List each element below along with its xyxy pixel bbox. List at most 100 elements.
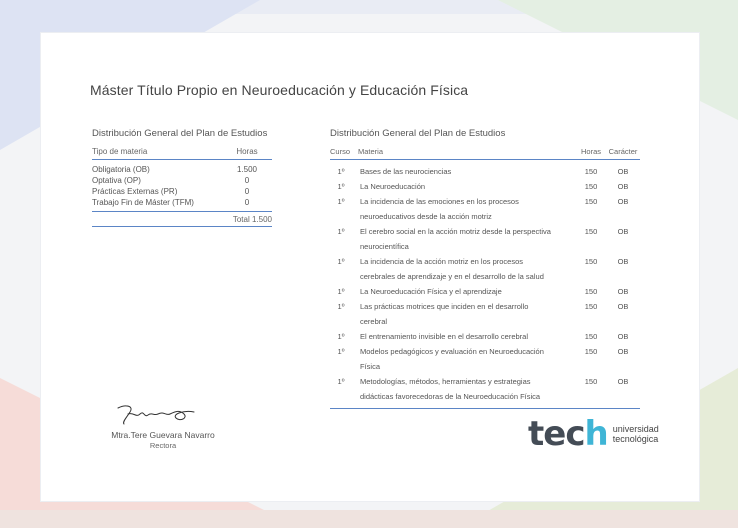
signatory-role: Rectora bbox=[149, 441, 177, 450]
subject-course: 1º bbox=[337, 197, 345, 206]
subject-course bbox=[330, 359, 358, 374]
subject-type: OB bbox=[617, 332, 629, 341]
summary-col-hours: Horas bbox=[236, 147, 258, 156]
summary-row-hours: 1.500 bbox=[236, 165, 258, 174]
subject-course: 1º bbox=[337, 377, 345, 386]
subject-name: Las prácticas motrices que inciden en el… bbox=[360, 302, 529, 311]
subject-row: Física bbox=[330, 359, 640, 374]
page-title: Máster Título Propio en Neuroeducación y… bbox=[90, 82, 469, 98]
summary-row-name: Prácticas Externas (PR) bbox=[92, 187, 178, 196]
subjects-table: Distribución General del Plan de Estudio… bbox=[330, 128, 640, 409]
summary-row-hours: 0 bbox=[244, 176, 250, 185]
subject-type: OB bbox=[617, 287, 629, 296]
subject-hours: 150 bbox=[584, 287, 598, 296]
subject-hours: 150 bbox=[584, 197, 598, 206]
subject-course bbox=[330, 239, 358, 254]
subject-course: 1º bbox=[337, 167, 345, 176]
subject-type: OB bbox=[617, 347, 629, 356]
summary-row: Optativa (OP) 0 bbox=[92, 175, 272, 186]
subject-type: OB bbox=[617, 167, 629, 176]
summary-table-header: Tipo de materia Horas bbox=[92, 147, 272, 160]
summary-total: Total 1.500 bbox=[92, 212, 272, 227]
subject-type: OB bbox=[617, 302, 629, 311]
university-logo: tech universidad tecnológica bbox=[528, 414, 659, 454]
subject-course: 1º bbox=[337, 332, 345, 341]
subjects-col-course: Curso bbox=[330, 147, 351, 156]
subject-type bbox=[606, 359, 640, 374]
summary-table: Distribución General del Plan de Estudio… bbox=[92, 128, 272, 227]
subject-row: 1º La incidencia de las emociones en los … bbox=[330, 194, 640, 209]
subject-course bbox=[330, 389, 358, 404]
subject-name: neurocientífica bbox=[360, 242, 409, 251]
subject-course bbox=[330, 269, 358, 284]
subject-type: OB bbox=[617, 257, 629, 266]
summary-row-name: Optativa (OP) bbox=[92, 176, 141, 185]
subject-name: didácticas favorecedoras de la Neuroeduc… bbox=[360, 392, 541, 401]
summary-row-name: Obligatoria (OB) bbox=[92, 165, 150, 174]
subjects-col-type: Carácter bbox=[608, 147, 638, 156]
logo-subtitle: universidad tecnológica bbox=[613, 424, 659, 444]
subject-row: 1º Bases de las neurociencias 150 OB bbox=[330, 164, 640, 179]
signatory-name: Mtra.Tere Guevara Navarro bbox=[111, 430, 215, 440]
subject-row: didácticas favorecedoras de la Neuroeduc… bbox=[330, 389, 640, 404]
subject-name: Modelos pedagógicos y evaluación en Neur… bbox=[360, 347, 544, 356]
summary-row-hours: 0 bbox=[244, 187, 250, 196]
subjects-table-heading: Distribución General del Plan de Estudio… bbox=[330, 128, 506, 139]
subject-type bbox=[606, 269, 640, 284]
subjects-col-hours: Horas bbox=[580, 147, 601, 156]
subject-hours: 150 bbox=[584, 227, 598, 236]
subject-name: La incidencia de las emociones en los pr… bbox=[360, 197, 519, 206]
subject-name: Metodologías, métodos, herramientas y es… bbox=[360, 377, 531, 386]
subject-name: Física bbox=[360, 362, 381, 371]
subject-hours bbox=[576, 314, 606, 329]
subject-row: cerebral bbox=[330, 314, 640, 329]
subject-hours bbox=[576, 209, 606, 224]
subjects-col-subject: Materia bbox=[358, 147, 384, 156]
summary-row-name: Trabajo Fin de Máster (TFM) bbox=[92, 198, 194, 207]
logo-line-2: tecnológica bbox=[612, 434, 659, 444]
subject-row: 1º La Neuroeducación Física y el aprendiz… bbox=[330, 284, 640, 299]
subject-row: 1º Metodologías, métodos, herramientas y … bbox=[330, 374, 640, 389]
subject-course bbox=[330, 209, 358, 224]
subject-name: cerebral bbox=[360, 317, 388, 326]
subject-course: 1º bbox=[337, 302, 345, 311]
subject-hours bbox=[576, 269, 606, 284]
subject-type: OB bbox=[617, 377, 629, 386]
decor-band-bottom bbox=[0, 510, 738, 528]
subject-hours bbox=[576, 359, 606, 374]
subject-name: cerebrales de aprendizaje y en el desarr… bbox=[360, 272, 544, 281]
subject-type: OB bbox=[617, 182, 629, 191]
signature-block: Mtra.Tere Guevara Navarro Rectora bbox=[88, 402, 238, 450]
subject-course: 1º bbox=[337, 257, 345, 266]
logo-word-start: tec bbox=[528, 414, 585, 454]
subject-row: 1º El entrenamiento invisible en el desar… bbox=[330, 329, 640, 344]
subject-type bbox=[606, 209, 640, 224]
subject-hours: 150 bbox=[584, 347, 598, 356]
subjects-table-header: Curso Materia Horas Carácter bbox=[330, 147, 640, 160]
subject-row: neuroeducativos desde la acción motriz bbox=[330, 209, 640, 224]
summary-row: Trabajo Fin de Máster (TFM)0 bbox=[92, 197, 272, 208]
subject-hours: 150 bbox=[584, 302, 598, 311]
subject-course: 1º bbox=[337, 227, 345, 236]
subject-type bbox=[606, 314, 640, 329]
subject-course bbox=[330, 314, 358, 329]
logo-word-end: h bbox=[584, 414, 608, 454]
subject-hours: 150 bbox=[584, 167, 598, 176]
subject-type: OB bbox=[617, 197, 629, 206]
summary-row: Prácticas Externas (PR) 0 bbox=[92, 186, 272, 197]
subject-name: La Neuroeducación Física y el aprendizaj… bbox=[360, 287, 502, 296]
subject-name: Bases de las neurociencias bbox=[360, 167, 452, 176]
subject-type bbox=[606, 389, 640, 404]
subject-name: La Neuroeducación bbox=[360, 182, 426, 191]
subject-course: 1º bbox=[337, 287, 345, 296]
subject-hours bbox=[576, 389, 606, 404]
subject-hours: 150 bbox=[584, 332, 598, 341]
subject-name: La incidencia de la acción motriz en los… bbox=[360, 257, 524, 266]
subject-course: 1º bbox=[337, 182, 345, 191]
certificate-content-area bbox=[52, 46, 698, 476]
summary-col-type: Tipo de materia bbox=[92, 147, 148, 156]
subject-name: El entrenamiento invisible en el desarro… bbox=[360, 332, 529, 341]
handwritten-signature bbox=[117, 405, 195, 425]
